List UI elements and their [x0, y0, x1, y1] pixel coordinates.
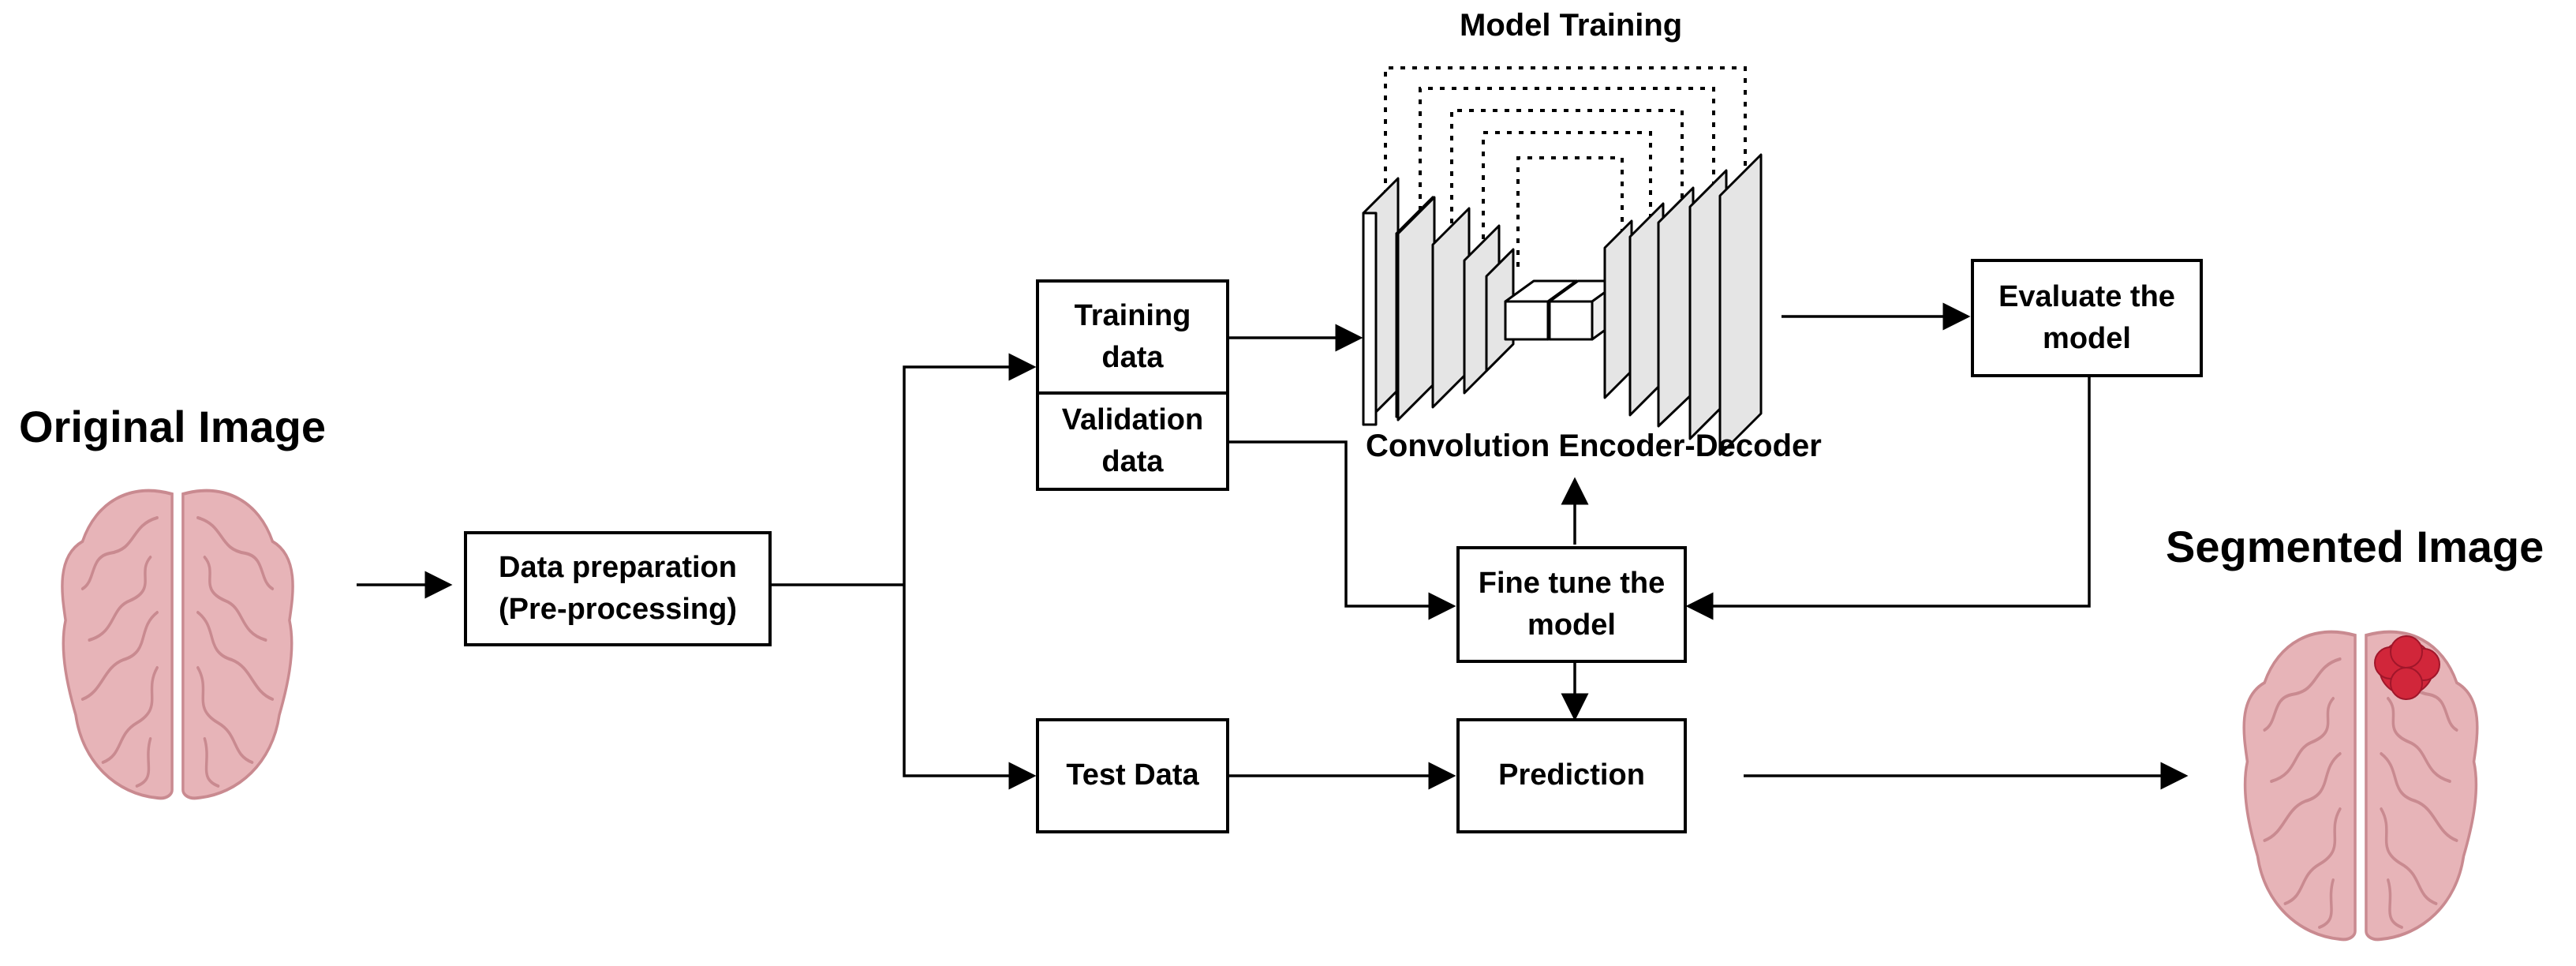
tumor-region-icon: [2374, 635, 2440, 700]
training-data-line2: data: [1101, 341, 1164, 374]
fine-tune-line1: Fine tune the: [1478, 566, 1666, 600]
encoder-decoder-icon: [1362, 153, 1763, 456]
segmented-image-title: Segmented Image: [2166, 522, 2544, 571]
evaluate-model-box: Evaluate the model: [1971, 259, 2203, 377]
original-brain-icon: [60, 489, 295, 800]
prediction-box: Prediction: [1456, 718, 1687, 833]
encoder-decoder-label: Convolution Encoder-Decoder: [1366, 429, 1822, 463]
data-preparation-box: Data preparation (Pre-processing): [464, 531, 772, 646]
data-preparation-line1: Data preparation: [499, 550, 737, 584]
connectors: [357, 302, 2189, 790]
evaluate-model-line2: model: [2043, 322, 2131, 355]
test-data-box: Test Data: [1036, 718, 1229, 833]
evaluate-model-line1: Evaluate the: [1998, 279, 2175, 313]
validation-data-box: Validation data: [1036, 391, 1229, 491]
skip-connections: [1384, 66, 1747, 267]
prediction-label: Prediction: [1498, 758, 1645, 792]
fine-tune-box: Fine tune the model: [1456, 546, 1687, 663]
training-data-line1: Training: [1074, 298, 1191, 332]
original-image-title: Original Image: [19, 402, 326, 451]
test-data-label: Test Data: [1066, 758, 1199, 792]
training-data-box: Training data: [1036, 279, 1229, 395]
model-training-title: Model Training: [1460, 8, 1683, 43]
data-preparation-line2: (Pre-processing): [499, 593, 737, 626]
validation-data-line2: data: [1101, 445, 1164, 478]
validation-data-line1: Validation: [1061, 402, 1204, 436]
segmented-brain-icon: [2242, 630, 2479, 942]
fine-tune-line2: model: [1527, 608, 1616, 642]
